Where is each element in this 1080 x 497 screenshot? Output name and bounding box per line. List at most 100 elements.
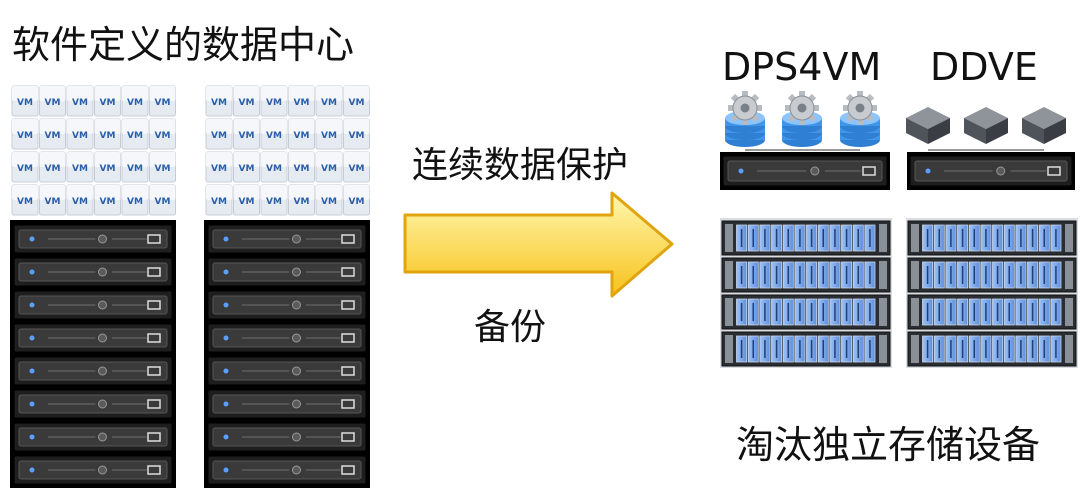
vm-tile: VM: [66, 151, 94, 183]
vm-label: VM: [321, 197, 337, 207]
vm-tile: VM: [233, 118, 260, 150]
vm-label: VM: [349, 98, 365, 108]
power-led-icon: [223, 401, 229, 407]
vm-label: VM: [266, 197, 282, 207]
dps4vm-server: [720, 91, 890, 190]
vm-tile: VM: [288, 184, 315, 216]
vm-tile: VM: [121, 151, 149, 183]
drive-slot-icon: [341, 333, 355, 343]
vm-label: VM: [294, 197, 310, 207]
drive-slot-icon: [341, 300, 355, 310]
gear-database-icon: [725, 91, 765, 147]
server-button-icon: [291, 432, 301, 442]
vm-label: VM: [239, 197, 255, 207]
vm-label: VM: [321, 98, 337, 108]
vm-tile: VM: [121, 184, 149, 216]
server-unit: [13, 323, 173, 353]
storage-shelf: [721, 294, 891, 330]
drive-slot-icon: [147, 234, 161, 244]
vm-tile: VM: [11, 151, 39, 183]
server-unit: [207, 290, 367, 320]
vm-tile: VM: [121, 85, 149, 117]
vm-tile: VM: [260, 151, 288, 183]
drive-slot-icon: [341, 267, 355, 277]
vm-tile: VM: [233, 85, 260, 117]
vm-label: VM: [349, 197, 365, 207]
power-led-icon: [29, 302, 35, 308]
server-button-icon: [810, 166, 820, 176]
vm-label: VM: [72, 131, 88, 141]
power-led-icon: [29, 236, 35, 242]
drive-slot-icon: [147, 399, 161, 409]
vm-tile: VM: [205, 118, 233, 150]
vm-label: VM: [294, 131, 310, 141]
vm-label: VM: [45, 98, 61, 108]
vm-tile: VM: [11, 85, 39, 117]
vm-tile: VM: [205, 184, 233, 216]
vm-label: VM: [100, 131, 116, 141]
power-led-icon: [29, 335, 35, 341]
power-led-icon: [738, 168, 744, 174]
vm-label: VM: [266, 98, 282, 108]
vm-tile: VM: [315, 184, 343, 216]
vm-label: VM: [155, 98, 171, 108]
vm-label: VM: [17, 131, 33, 141]
arrow-right-icon: [403, 191, 674, 298]
server-button-icon: [291, 399, 301, 409]
vm-label: VM: [45, 131, 61, 141]
server-unit: [207, 257, 367, 287]
vm-label: VM: [321, 131, 337, 141]
drive-slot-icon: [147, 267, 161, 277]
vm-tile: VM: [66, 118, 94, 150]
vm-tile: VM: [260, 85, 288, 117]
virtual-appliance-cube-icon: [964, 107, 1008, 144]
vm-label: VM: [211, 164, 227, 174]
server-button-icon: [996, 166, 1006, 176]
power-led-icon: [29, 401, 35, 407]
server-unit: [13, 422, 173, 452]
drive-slot-icon: [147, 333, 161, 343]
vm-tile: VM: [233, 184, 260, 216]
virtual-appliance-cube-icon: [906, 107, 950, 144]
label-retire-standalone-storage: 淘汰独立存储设备: [736, 423, 1041, 467]
vm-label: VM: [72, 98, 88, 108]
server-button-icon: [97, 234, 107, 244]
power-led-icon: [925, 168, 931, 174]
label-backup: 备份: [474, 307, 547, 348]
server-unit: [207, 356, 367, 386]
server-unit: [13, 455, 173, 485]
vm-tile: VM: [11, 118, 39, 150]
server-button-icon: [97, 399, 107, 409]
vm-label: VM: [155, 131, 171, 141]
vm-tile: VM: [205, 85, 233, 117]
vm-label: VM: [72, 197, 88, 207]
drive-slot-icon: [341, 465, 355, 475]
vm-tile: VM: [288, 118, 315, 150]
vm-label: VM: [349, 131, 365, 141]
server-button-icon: [97, 432, 107, 442]
vm-label: VM: [17, 98, 33, 108]
vm-tile: VM: [260, 118, 288, 150]
server-button-icon: [291, 267, 301, 277]
server-button-icon: [291, 333, 301, 343]
vm-label: VM: [100, 197, 116, 207]
vm-label: VM: [349, 164, 365, 174]
drive-slot-icon: [147, 300, 161, 310]
vm-tile: VM: [39, 85, 66, 117]
server-unit: [207, 455, 367, 485]
power-led-icon: [29, 368, 35, 374]
server-button-icon: [97, 366, 107, 376]
vm-tile: VM: [11, 184, 39, 216]
standalone-storage-array-1: [720, 218, 892, 368]
vm-label: VM: [211, 131, 227, 141]
drive-slot-icon: [341, 432, 355, 442]
drive-slot-icon: [1047, 166, 1061, 176]
server-unit: [13, 257, 173, 287]
gear-database-icon: [782, 91, 822, 147]
server-button-icon: [291, 234, 301, 244]
vm-label: VM: [266, 164, 282, 174]
vm-tile: VM: [343, 184, 370, 216]
vm-label: VM: [72, 164, 88, 174]
